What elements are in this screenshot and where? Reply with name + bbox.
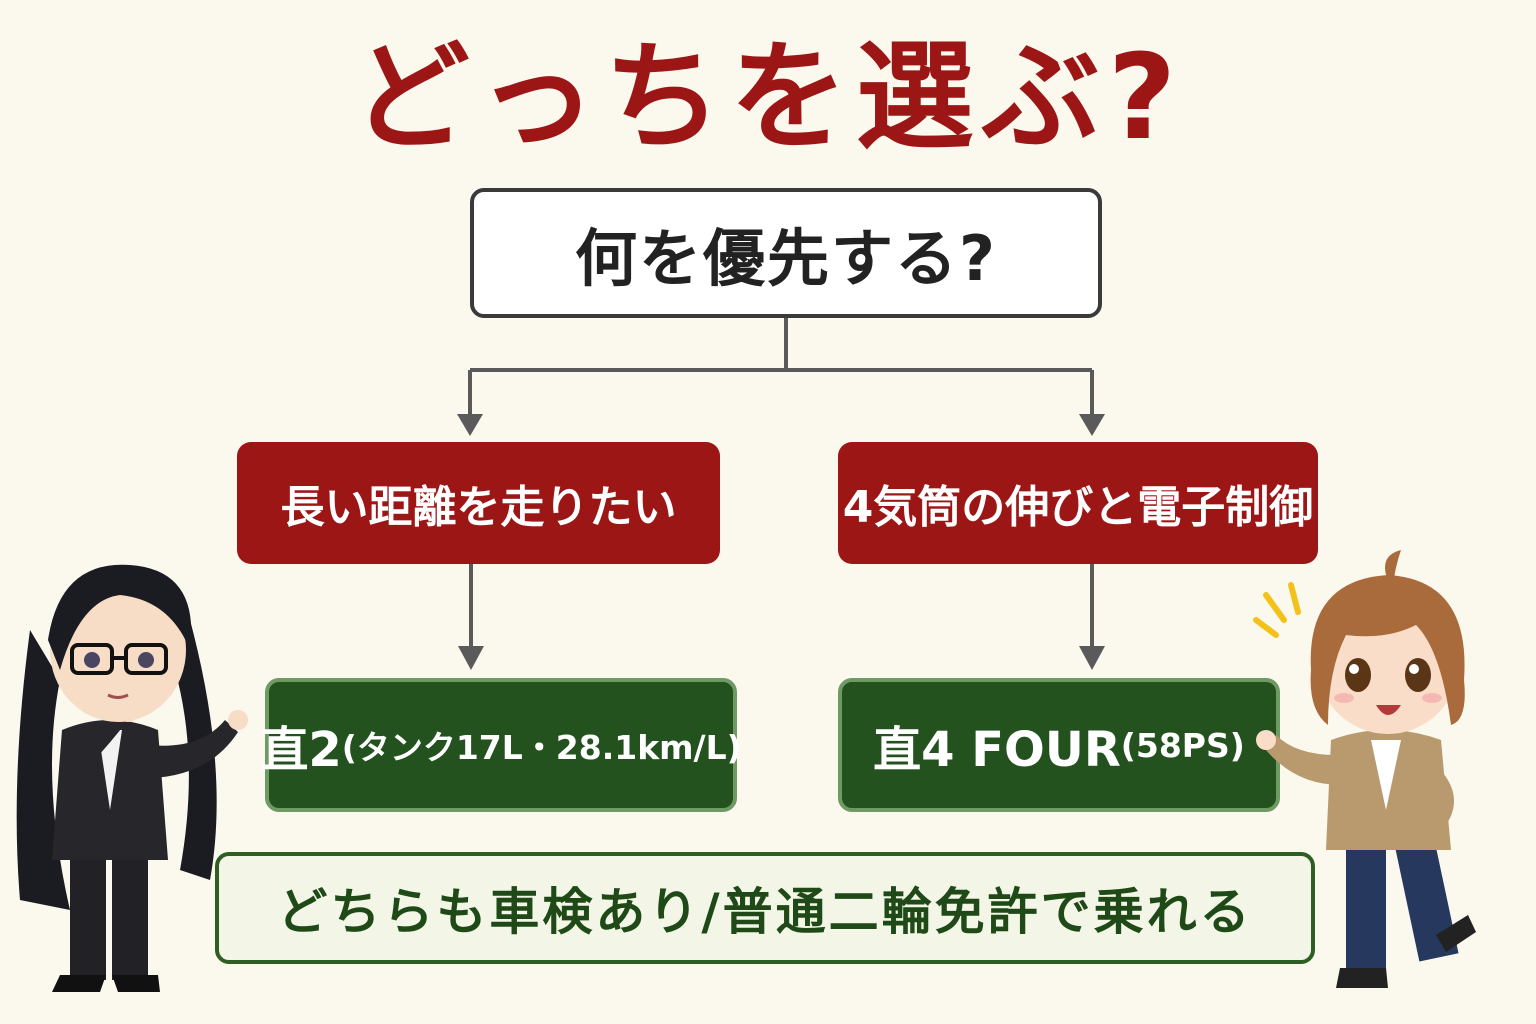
- cheerful-girl-character-illustration: [1253, 550, 1476, 988]
- businesswoman-character-illustration: [16, 564, 248, 992]
- sparkle-icon: [1253, 582, 1301, 638]
- arrow-left-result: [458, 646, 484, 670]
- result-left-sub: (タンク17L・28.1km/L): [341, 728, 742, 767]
- question-text: 何を優先する?: [575, 222, 997, 295]
- result-right-box: 直4 FOUR (58PS): [838, 678, 1280, 812]
- arrow-left-choice: [457, 414, 483, 436]
- note-box: どちらも車検あり/普通二輪免許で乗れる: [215, 852, 1315, 964]
- result-right-main: 直4 FOUR: [873, 722, 1121, 778]
- choice-right-text: 4気筒の伸びと電子制御: [842, 482, 1314, 533]
- arrow-right-result: [1079, 646, 1105, 670]
- page-title: どっちを選ぶ?: [351, 28, 1185, 166]
- question-box: 何を優先する?: [470, 188, 1102, 318]
- choice-right-box: 4気筒の伸びと電子制御: [838, 442, 1318, 564]
- result-left-main: 直2: [260, 722, 342, 778]
- arrow-right-choice: [1079, 414, 1105, 436]
- result-right-sub: (58PS): [1120, 725, 1245, 765]
- note-text: どちらも車検あり/普通二輪免許で乗れる: [277, 883, 1253, 941]
- result-left-box: 直2 (タンク17L・28.1km/L): [260, 678, 742, 812]
- choice-left-text: 長い距離を走りたい: [280, 482, 677, 533]
- choice-left-box: 長い距離を走りたい: [237, 442, 720, 564]
